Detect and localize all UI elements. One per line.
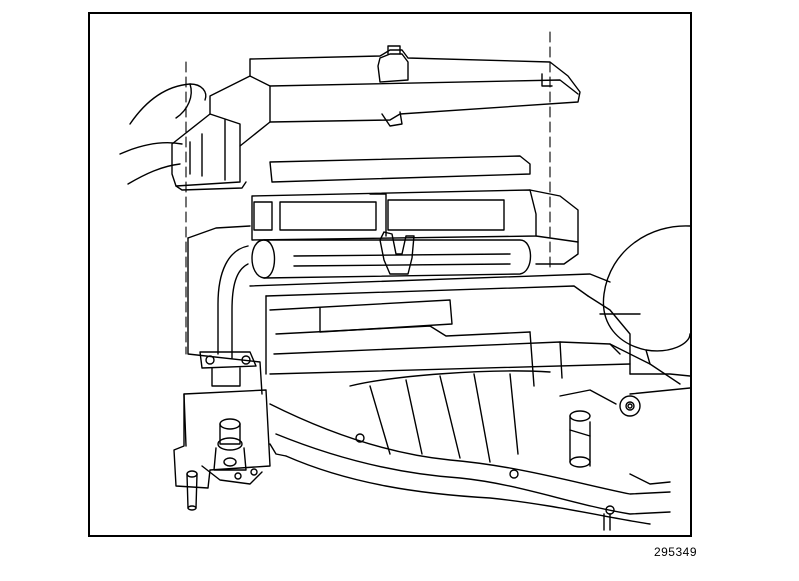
lower-case-housing <box>187 225 671 525</box>
coolant-hose <box>217 245 249 359</box>
evaporator-section <box>251 155 579 265</box>
fastener-screws <box>355 403 633 531</box>
heater-core <box>251 231 532 279</box>
illustration-frame <box>88 12 692 537</box>
hand-left-icon <box>119 83 207 185</box>
hvac-module-line-drawing <box>119 31 690 531</box>
upper-case-cover <box>171 45 581 191</box>
figure-number: 295349 <box>653 545 697 559</box>
alignment-guides <box>185 31 551 355</box>
blower-motor <box>559 225 690 485</box>
valve-actuator <box>173 351 271 511</box>
